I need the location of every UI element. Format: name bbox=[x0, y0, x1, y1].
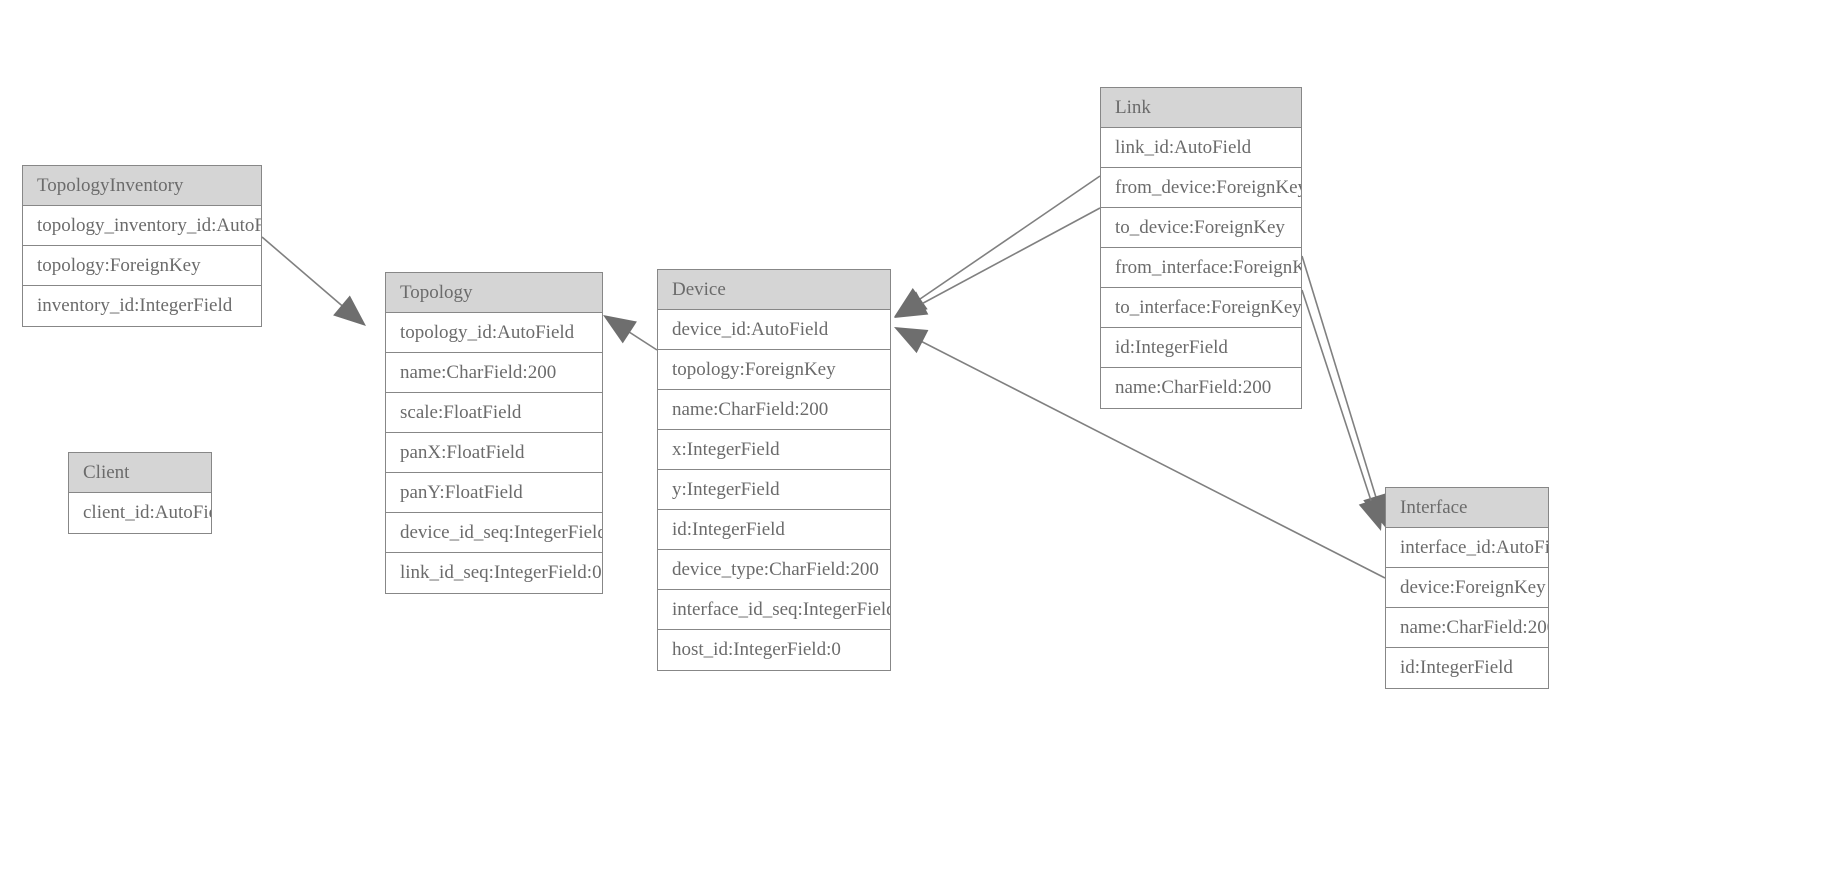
relationship-line bbox=[1301, 255, 1383, 518]
relationship-line bbox=[900, 175, 1101, 313]
entity-field[interactable]: device_id:AutoField bbox=[658, 310, 890, 350]
relationship-device-topology[interactable] bbox=[596, 304, 658, 351]
entity-field[interactable]: client_id:AutoField bbox=[69, 493, 211, 533]
relationship-arrowhead bbox=[333, 295, 366, 326]
entity-title-client: Client bbox=[69, 453, 211, 493]
entity-field[interactable]: to_device:ForeignKey bbox=[1101, 208, 1301, 248]
relationship-line bbox=[608, 318, 658, 351]
entity-title-topology: Topology bbox=[386, 273, 602, 313]
entity-field[interactable]: id:IntegerField bbox=[1386, 648, 1548, 688]
relationship-line bbox=[261, 236, 362, 323]
entity-field[interactable]: interface_id:AutoField bbox=[1386, 528, 1548, 568]
entity-field[interactable]: scale:FloatField bbox=[386, 393, 602, 433]
relationship-arrowhead bbox=[894, 327, 929, 354]
relationship-link-to-device[interactable] bbox=[888, 207, 1101, 329]
entity-field[interactable]: inventory_id:IntegerField bbox=[23, 286, 261, 326]
entity-field-list-interface: interface_id:AutoFielddevice:ForeignKeyn… bbox=[1386, 528, 1548, 688]
entity-field[interactable]: x:IntegerField bbox=[658, 430, 890, 470]
entity-field[interactable]: topology_id:AutoField bbox=[386, 313, 602, 353]
entity-box-interface[interactable]: Interfaceinterface_id:AutoFielddevice:Fo… bbox=[1385, 487, 1549, 689]
relationship-link-to-interface[interactable] bbox=[1301, 289, 1393, 535]
entity-field[interactable]: name:CharField:200 bbox=[1101, 368, 1301, 408]
entity-field[interactable]: name:CharField:200 bbox=[658, 390, 890, 430]
entity-field[interactable]: y:IntegerField bbox=[658, 470, 890, 510]
entity-field[interactable]: topology:ForeignKey bbox=[23, 246, 261, 286]
entity-title-link: Link bbox=[1101, 88, 1301, 128]
relationship-line bbox=[1301, 289, 1379, 523]
relationship-link-from-device[interactable] bbox=[887, 175, 1101, 328]
relationship-link-from-interface[interactable] bbox=[1301, 255, 1397, 531]
entity-field[interactable]: to_interface:ForeignKey bbox=[1101, 288, 1301, 328]
relationship-topologyinventory-topology[interactable] bbox=[261, 236, 374, 336]
entity-field[interactable]: panY:FloatField bbox=[386, 473, 602, 513]
entity-field[interactable]: device_type:CharField:200 bbox=[658, 550, 890, 590]
relationship-arrowhead bbox=[894, 291, 929, 318]
entity-field[interactable]: from_interface:ForeignKey bbox=[1101, 248, 1301, 288]
entity-field[interactable]: link_id:AutoField bbox=[1101, 128, 1301, 168]
entity-field[interactable]: link_id_seq:IntegerField:0 bbox=[386, 553, 602, 593]
entity-field[interactable]: name:CharField:200 bbox=[386, 353, 602, 393]
entity-field[interactable]: interface_id_seq:IntegerField:0 bbox=[658, 590, 890, 630]
entity-field[interactable]: name:CharField:200 bbox=[1386, 608, 1548, 648]
entity-field[interactable]: from_device:ForeignKey bbox=[1101, 168, 1301, 208]
entity-field[interactable]: host_id:IntegerField:0 bbox=[658, 630, 890, 670]
relationship-line bbox=[900, 207, 1101, 316]
relationship-arrowhead bbox=[894, 287, 928, 317]
entity-field[interactable]: topology_inventory_id:AutoField bbox=[23, 206, 261, 246]
entity-field[interactable]: id:IntegerField bbox=[1101, 328, 1301, 368]
entity-title-interface: Interface bbox=[1386, 488, 1548, 528]
entity-field[interactable]: panX:FloatField bbox=[386, 433, 602, 473]
entity-field[interactable]: device_id_seq:IntegerField:0 bbox=[386, 513, 602, 553]
entity-field[interactable]: device:ForeignKey bbox=[1386, 568, 1548, 608]
entity-field-list-topology_inventory: topology_inventory_id:AutoFieldtopology:… bbox=[23, 206, 261, 326]
entity-title-topology_inventory: TopologyInventory bbox=[23, 166, 261, 206]
entity-field[interactable]: topology:ForeignKey bbox=[658, 350, 890, 390]
entity-title-device: Device bbox=[658, 270, 890, 310]
entity-field[interactable]: id:IntegerField bbox=[658, 510, 890, 550]
entity-field-list-client: client_id:AutoField bbox=[69, 493, 211, 533]
